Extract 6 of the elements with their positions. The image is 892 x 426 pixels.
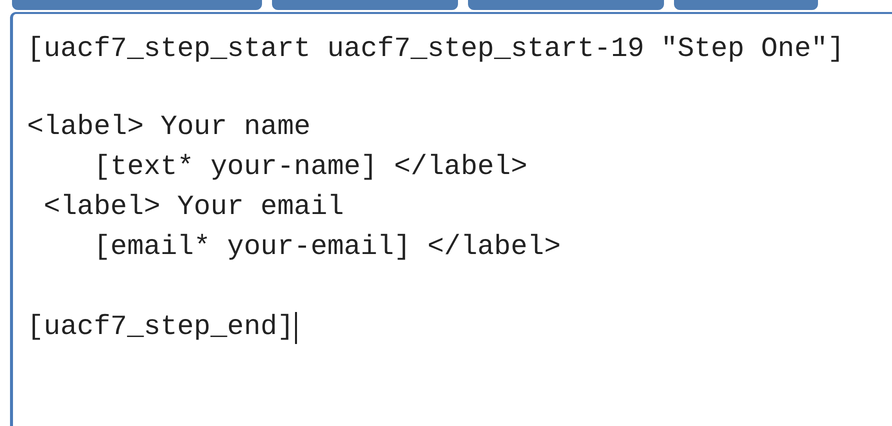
code-line: [text* your-name] </label> (94, 151, 528, 185)
code-line: <label> Your email (44, 191, 344, 225)
code-line: [uacf7_step_end] (27, 311, 294, 345)
code-line: [email* your-email] </label> (94, 231, 561, 265)
code-line: <label> Your name (27, 111, 311, 145)
code-line: [uacf7_step_start uacf7_step_start-19 "Step One"] (27, 33, 844, 67)
